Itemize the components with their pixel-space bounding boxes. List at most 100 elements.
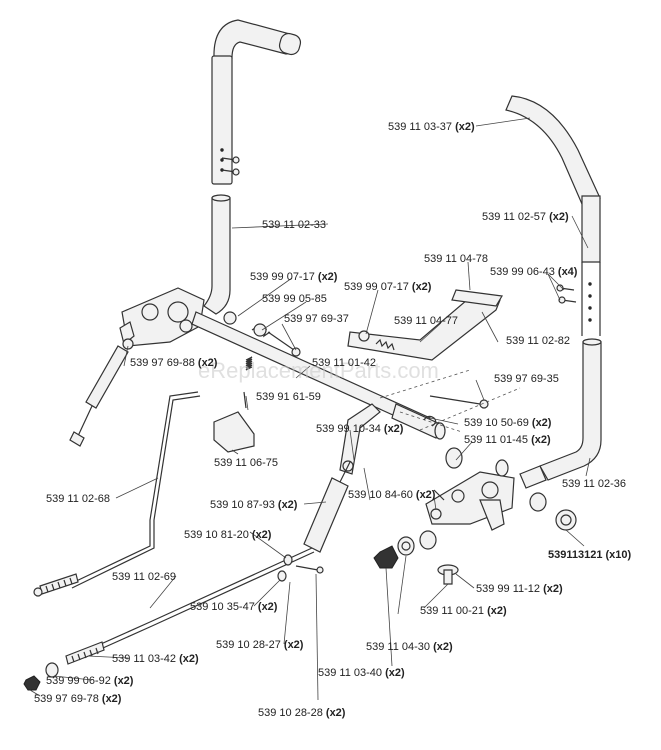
part-number: 539 10 84-60 <box>348 489 413 501</box>
callout-c10: 539 11 04-77 <box>394 315 458 327</box>
callout-c16: 539 10 50-69 (x2) <box>464 417 552 429</box>
callout-c30: 539 10 28-27 (x2) <box>216 639 304 651</box>
callout-c22: 539 10 84-60 (x2) <box>348 489 436 501</box>
quantity: (x2) <box>455 121 475 133</box>
part-number: 539 11 01-45 <box>464 434 528 446</box>
callout-c5: 539 99 06-43 (x4) <box>490 266 578 278</box>
quantity: (x2) <box>102 693 122 705</box>
callout-c6: 539 99 07-17 (x2) <box>250 271 338 283</box>
callout-c3: 539 11 02-57 (x2) <box>482 211 569 223</box>
callout-c7: 539 99 07-17 (x2) <box>344 281 432 293</box>
callout-c32: 539 11 03-42 (x2) <box>112 653 199 665</box>
part-number: 539 11 03-42 <box>112 653 176 665</box>
callout-c9: 539 97 69-37 <box>284 313 349 325</box>
callout-c11: 539 11 02-82 <box>506 335 570 347</box>
lower-linkage <box>23 391 351 691</box>
callout-c2: 539 11 02-33 <box>262 219 326 231</box>
part-number: 539 11 03-37 <box>388 121 452 133</box>
callout-c17: 539 99 10-34 (x2) <box>316 423 404 435</box>
quantity: (x2) <box>549 211 569 223</box>
part-number: 539 97 69-35 <box>494 373 559 385</box>
quantity: (x2) <box>179 653 199 665</box>
left-lever <box>203 19 302 315</box>
part-number: 539 10 35-47 <box>190 601 255 613</box>
callout-c26: 539 11 02-69 <box>112 571 176 583</box>
quantity: (x2) <box>416 489 436 501</box>
quantity: (x2) <box>412 281 432 293</box>
callout-c25: 539 10 81-20 (x2) <box>184 529 272 541</box>
part-number: 539 99 10-34 <box>316 423 381 435</box>
part-number: 539 99 06-92 <box>46 675 111 687</box>
part-number: 539 11 03-40 <box>318 667 382 679</box>
leader-lines <box>29 117 591 701</box>
part-number: 539 10 50-69 <box>464 417 529 429</box>
part-number: 539 11 00-21 <box>420 605 484 617</box>
callout-c14: 539 97 69-35 <box>494 373 559 385</box>
callout-c8: 539 99 05-85 <box>262 293 327 305</box>
part-number: 539 10 28-28 <box>258 707 323 719</box>
callout-c15: 539 91 61-59 <box>256 391 321 403</box>
part-number: 539 97 69-37 <box>284 313 349 325</box>
quantity: (x2) <box>278 499 298 511</box>
right-pivot-bracket <box>373 447 577 585</box>
callout-c27: 539 99 11-12 (x2) <box>476 583 563 595</box>
part-number: 539 11 02-33 <box>262 219 326 231</box>
quantity: (x2) <box>385 667 405 679</box>
watermark: eReplacementParts.com <box>198 358 439 383</box>
part-number: 539 10 81-20 <box>184 529 249 541</box>
quantity: (x2) <box>114 675 134 687</box>
part-number: 539 10 87-93 <box>210 499 275 511</box>
part-number: 539 99 07-17 <box>250 271 315 283</box>
callout-labels: 539 11 03-37 (x2) 539 11 02-33 539 11 02… <box>34 121 632 719</box>
callout-c29: 539 11 00-21 (x2) <box>420 605 507 617</box>
quantity: (x2) <box>433 641 453 653</box>
part-number: 539 97 69-88 <box>130 357 195 369</box>
part-number: 539 11 02-68 <box>46 493 110 505</box>
quantity: (x2) <box>487 605 507 617</box>
part-number: 539 99 07-17 <box>344 281 409 293</box>
callout-c35: 539 97 69-78 (x2) <box>34 693 122 705</box>
quantity: (x2) <box>532 417 552 429</box>
callout-c31: 539 11 04-30 (x2) <box>366 641 453 653</box>
quantity: (x2) <box>252 529 272 541</box>
part-number: 539 10 28-27 <box>216 639 281 651</box>
part-number: 539 97 69-78 <box>34 693 99 705</box>
callout-c34: 539 99 06-92 (x2) <box>46 675 134 687</box>
quantity: (x2) <box>326 707 346 719</box>
part-number: 539 11 02-36 <box>562 478 626 490</box>
cross-shaft <box>191 289 521 475</box>
quantity: (x2) <box>531 434 551 446</box>
callout-c28: 539 10 35-47 (x2) <box>190 601 278 613</box>
part-number: 539 99 06-43 <box>490 266 555 278</box>
callout-c18: 539 11 01-45 (x2) <box>464 434 551 446</box>
callout-c21: 539 11 02-68 <box>46 493 110 505</box>
quantity: (x2) <box>258 601 278 613</box>
quantity: (x2) <box>198 357 218 369</box>
callout-c24: 539113121 (x10) <box>548 549 632 561</box>
part-number: 539 11 06-75 <box>214 457 278 469</box>
callout-c1: 539 11 03-37 (x2) <box>388 121 475 133</box>
part-number: 539 99 11-12 <box>476 583 540 595</box>
part-number: 539113121 <box>548 549 602 561</box>
quantity: (x2) <box>543 583 563 595</box>
quantity: (x4) <box>558 266 578 278</box>
part-number: 539 11 02-57 <box>482 211 546 223</box>
part-number: 539 11 02-82 <box>506 335 570 347</box>
part-number: 539 11 04-77 <box>394 315 458 327</box>
callout-c19: 539 11 06-75 <box>214 457 278 469</box>
callout-c12: 539 97 69-88 (x2) <box>130 357 218 369</box>
part-number: 539 11 01-42 <box>312 357 376 369</box>
part-number: 539 91 61-59 <box>256 391 321 403</box>
callout-c33: 539 11 03-40 (x2) <box>318 667 405 679</box>
part-number: 539 11 02-69 <box>112 571 176 583</box>
part-number: 539 11 04-78 <box>424 253 488 265</box>
callout-c13: 539 11 01-42 <box>312 357 376 369</box>
callout-c23: 539 10 87-93 (x2) <box>210 499 298 511</box>
quantity: (x2) <box>318 271 338 283</box>
quantity: (x10) <box>606 549 632 561</box>
quantity: (x2) <box>284 639 304 651</box>
callout-c36: 539 10 28-28 (x2) <box>258 707 346 719</box>
callout-c4: 539 11 04-78 <box>424 253 488 265</box>
